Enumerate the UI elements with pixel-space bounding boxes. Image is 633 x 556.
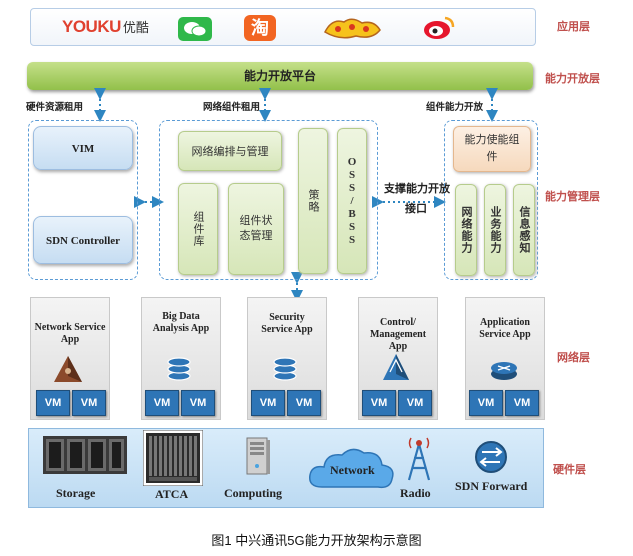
database-icon [273, 357, 297, 381]
game-logo-icon [322, 14, 384, 42]
server-tower-icon [246, 437, 270, 475]
enable-component-box: 能力使能组件 [453, 126, 531, 172]
layer-label-platform: 能力开放层 [545, 73, 600, 85]
vm-badge: VM [505, 390, 539, 416]
atca-label: ATCA [155, 487, 189, 501]
orchestration-group [159, 120, 378, 280]
radio-label: Radio [400, 486, 431, 500]
control-pyramid-icon [383, 354, 409, 380]
figure-caption: 图1 中兴通讯5G能力开放架构示意图 [211, 533, 422, 548]
label-hw-lease: 硬件资源租用 [26, 102, 84, 113]
control-mgmt-app-title: Control/ Management App [369, 317, 427, 352]
info-sense-box: 信息感知 [513, 184, 535, 276]
vm-badge: VM [469, 390, 503, 416]
radio-tower-icon [407, 437, 431, 481]
vm-badge: VM [145, 390, 179, 416]
storage-label: Storage [56, 486, 96, 500]
label-support-interface-1: 支撑能力开放 [384, 183, 450, 195]
layer-label-management: 能力管理层 [545, 191, 600, 203]
layer-label-network: 网络层 [557, 352, 590, 364]
router-icon [491, 362, 517, 380]
platform-title: 能力开放平台 [243, 69, 316, 83]
application-service-app-title: Application Service App [479, 317, 531, 340]
layer-label-app: 应用层 [557, 21, 590, 33]
component-library-box: 组件库 [178, 183, 218, 275]
net-capability-box: 网络能力 [455, 184, 477, 276]
biz-capability-box: 业务能力 [484, 184, 506, 276]
strategy-box: 策略 [298, 128, 328, 274]
layer-label-hardware: 硬件层 [553, 464, 586, 476]
big-data-app-title: Big Data Analysis App [152, 311, 210, 334]
label-component-open: 组件能力开放 [426, 102, 484, 113]
label-support-interface-2: 接口 [405, 203, 427, 215]
sdn-controller-box: SDN Controller [33, 216, 133, 264]
database-icon [167, 357, 191, 381]
atca-chassis-icon [143, 430, 203, 486]
infra-mgmt-group [28, 120, 138, 280]
sdn-forward-label: SDN Forward [455, 479, 528, 493]
capability-platform-bar: 能力开放平台 [27, 62, 533, 90]
taobao-icon: 淘 [244, 15, 276, 41]
network-service-app-title: Network Service App [34, 322, 106, 345]
label-net-lease: 网络组件租用 [203, 102, 261, 113]
enablement-group [444, 120, 538, 280]
sdn-switch-icon [475, 441, 507, 473]
oss-bss-box: OSS/BSS [337, 128, 367, 274]
network-cloud-icon [309, 448, 394, 489]
vim-box: VIM [33, 126, 133, 170]
network-service-icon [54, 356, 82, 382]
vm-badge: VM [36, 390, 70, 416]
weibo-icon [420, 15, 456, 41]
vm-badge: VM [181, 390, 215, 416]
app-layer-bar [30, 8, 536, 46]
component-state-box: 组件状态管理 [228, 183, 284, 275]
network-label: Network [330, 463, 375, 477]
storage-rack-icon [43, 436, 127, 474]
computing-label: Computing [224, 486, 283, 500]
vm-badge: VM [287, 390, 321, 416]
orchestration-box: 网络编排与管理 [178, 131, 282, 171]
wechat-icon [178, 17, 212, 41]
security-app-title: Security Service App [261, 312, 313, 335]
vm-badge: VM [251, 390, 285, 416]
vm-badge: VM [72, 390, 106, 416]
vm-badge: VM [398, 390, 432, 416]
vm-badge: VM [362, 390, 396, 416]
